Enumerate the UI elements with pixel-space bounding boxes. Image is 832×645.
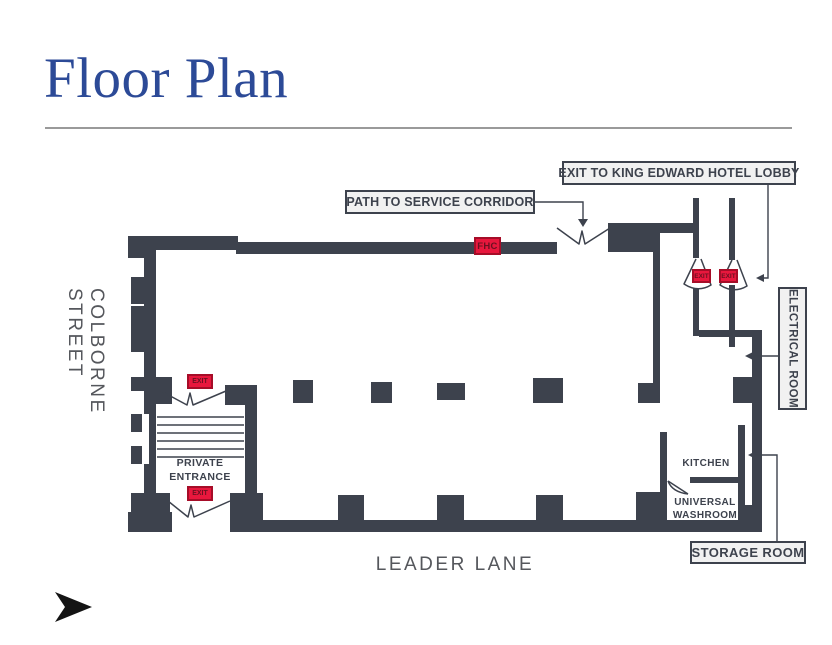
wall-vestibule-bottom-right [230,493,263,520]
arrowheads [578,219,764,459]
callout-exit-lobby: EXIT TO KING EDWARD HOTEL LOBBY [558,161,799,185]
door-kitchen-arc [667,480,689,495]
wall-kitchen-right [738,425,745,505]
room-label-private-entrance: PRIVATE ENTRANCE [169,457,231,483]
wall-left-top-corner [128,236,156,258]
exit-badge: EXIT [692,269,711,283]
title-divider [45,127,792,129]
column [437,495,464,522]
fire-hose-cabinet-badge: FHC [474,237,501,255]
wall-top-connector [660,223,698,233]
column [338,495,364,522]
wall-center-vertical [653,252,660,383]
column [636,492,660,522]
door-fan-lobby-right [719,259,748,291]
arrow-service-corridor [534,201,584,219]
window-nub-bottom [131,446,142,464]
door-service-corridor [556,227,611,245]
wall-corridor-left-upper [693,198,699,258]
arrowhead-down [578,219,588,227]
wall-kitchen-divider [690,477,738,483]
wall-right [752,330,762,532]
wall-corridor-right-lower [729,285,735,347]
doors [160,227,748,518]
window-nub-top [131,414,142,432]
wall-center-end-block [638,383,660,403]
exit-badge: EXIT [719,269,738,283]
columns [293,378,660,522]
wall-vestibule-right [245,405,257,493]
wall-corridor-left-lower [693,288,699,336]
column [293,380,313,403]
door-kitchen-leaf [667,480,689,495]
callout-service-corridor: PATH TO SERVICE CORRIDOR [345,190,535,214]
wall-left-pilaster-2 [131,306,156,352]
wall-electrical-top [699,330,762,337]
wall-vestibule-bottom-left [131,493,170,517]
wall-left-pilaster-1 [131,277,156,304]
exit-badge: EXIT [187,374,213,389]
wall-top-right-block [608,223,660,252]
column-right-wall [733,377,757,403]
window-recess [131,414,149,464]
arrowhead-left [748,451,756,459]
wall-top-main [236,242,557,254]
room-label-universal-washroom: UNIVERSAL WASHROOM [672,497,738,521]
wall-vestibule-top-jamb [144,388,172,404]
column [533,378,563,403]
wall-vestibule-corner [131,377,172,391]
wall-bottom [230,520,762,532]
walls [128,198,762,532]
arrowhead-left [756,274,764,282]
column [437,383,465,400]
exit-badge: EXIT [187,486,213,501]
arrow-storage-room [755,454,778,542]
door-vestibule-top [160,390,227,406]
wall-kitchen-left [660,432,667,520]
page-title: Floor Plan [44,47,289,110]
callout-electrical-room: ELECTRICAL ROOM [778,287,807,410]
wall-corridor-right-upper [729,198,735,260]
arrowhead-left [745,352,753,360]
entrance-stairs [157,416,244,458]
wall-kitchen-right-block [738,505,762,527]
street-label-colborne: COLBORNE STREET [64,288,107,415]
door-vestibule-bottom [167,500,231,518]
wall-vestibule-top-right [225,385,257,405]
column [536,495,563,522]
street-label-leader: LEADER LANE [375,554,535,575]
room-label-kitchen: KITCHEN [682,458,730,469]
arrow-exit-lobby [764,184,769,279]
callout-arrows [534,184,778,542]
window-slot [142,414,149,464]
door-fan-lobby-left [683,258,712,290]
callout-storage-room: STORAGE ROOM [690,541,806,564]
column [371,382,392,403]
